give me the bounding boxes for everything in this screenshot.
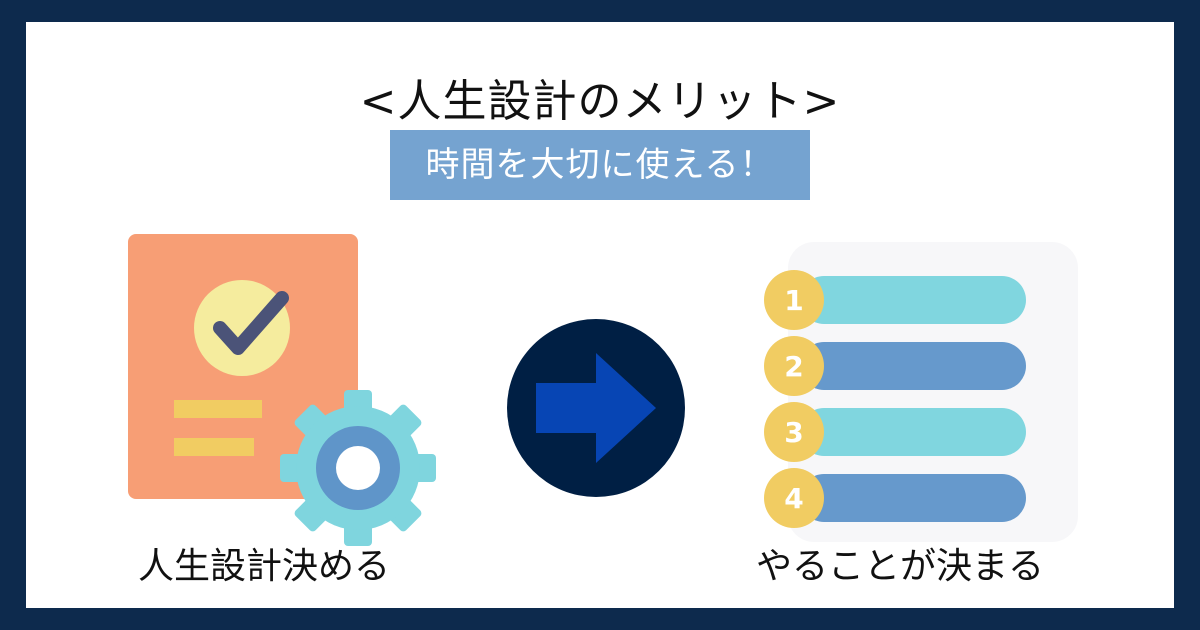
list-badge-2 bbox=[764, 336, 824, 396]
document-line-2 bbox=[174, 438, 254, 456]
list-badge-4 bbox=[764, 468, 824, 528]
left-caption: 人生設計決める bbox=[138, 546, 391, 587]
right-caption: やることが決まる bbox=[756, 546, 1045, 587]
list-number-3: 3 bbox=[784, 416, 803, 449]
list-bar-4 bbox=[800, 474, 1026, 522]
list-number-1: 1 bbox=[784, 284, 803, 317]
list-number-2: 2 bbox=[784, 350, 803, 383]
list-number-4: 4 bbox=[784, 482, 803, 515]
subtitle-banner: 時間を大切に使える！ bbox=[390, 130, 810, 200]
list-bar-1 bbox=[800, 276, 1026, 324]
arrow-right-icon bbox=[507, 319, 685, 497]
gear-shape bbox=[280, 390, 436, 546]
list-badge-3 bbox=[764, 402, 824, 462]
list-bar-3 bbox=[800, 408, 1026, 456]
main-panel: <人生設計のメリット> 時間を大切に使える！ bbox=[26, 22, 1174, 608]
list-bar-2 bbox=[800, 342, 1026, 390]
check-circle bbox=[194, 280, 290, 376]
numbered-list-icon: 1 2 3 4 bbox=[764, 242, 1078, 542]
document-line-1 bbox=[174, 400, 262, 418]
check-mark bbox=[213, 291, 289, 355]
document-gear-icon bbox=[128, 234, 436, 546]
list-badge-1 bbox=[764, 270, 824, 330]
page-title: <人生設計のメリット> bbox=[359, 76, 841, 127]
